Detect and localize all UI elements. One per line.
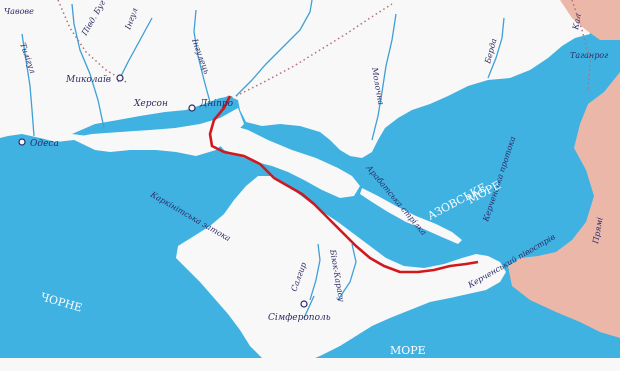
river-salhyr: [337, 243, 357, 301]
river-pivd-buh: [71, 3, 105, 129]
river-dnipro: [235, 0, 313, 97]
isthmus-land: [208, 124, 360, 198]
label-north-left: Чавове: [4, 7, 34, 16]
label-kalmius: Кал: [571, 13, 583, 31]
crimea: [176, 176, 506, 366]
dnipro-estuary: [72, 96, 236, 136]
river-karasu: [309, 243, 321, 301]
border-dotted-2: [57, 0, 127, 83]
label-odesa: Одеса: [30, 139, 59, 149]
marker-simferopol: [300, 300, 308, 308]
river-salhyr-2: [303, 295, 315, 319]
label-kherson: Херсон: [133, 99, 168, 109]
label-dnipro: Дніпро: [199, 99, 234, 109]
river-molochna: [371, 13, 397, 141]
route-line: [208, 95, 479, 274]
kuban-land: [508, 72, 620, 338]
marker-odesa: [18, 138, 26, 146]
river-inhul: [117, 17, 153, 83]
black-word2: МОРЕ: [390, 344, 426, 357]
label-mykolaiv: Миколаїв: [65, 75, 111, 85]
label-taganrog: Таганрог: [570, 51, 608, 60]
city-markers: [18, 74, 308, 308]
rivers: [21, 0, 505, 319]
river-inhulets: [193, 9, 211, 103]
marker-mykolaiv: [116, 74, 124, 82]
kinburn-spit: [70, 108, 244, 156]
label-simferopol: Сімферополь: [268, 313, 331, 323]
marker-kherson: [188, 104, 196, 112]
arabat-spit: [360, 188, 462, 244]
river-tylihul: [21, 33, 35, 137]
bottom-margin: [0, 358, 620, 371]
river-berda: [487, 17, 505, 79]
border-dotted: [235, 3, 393, 97]
